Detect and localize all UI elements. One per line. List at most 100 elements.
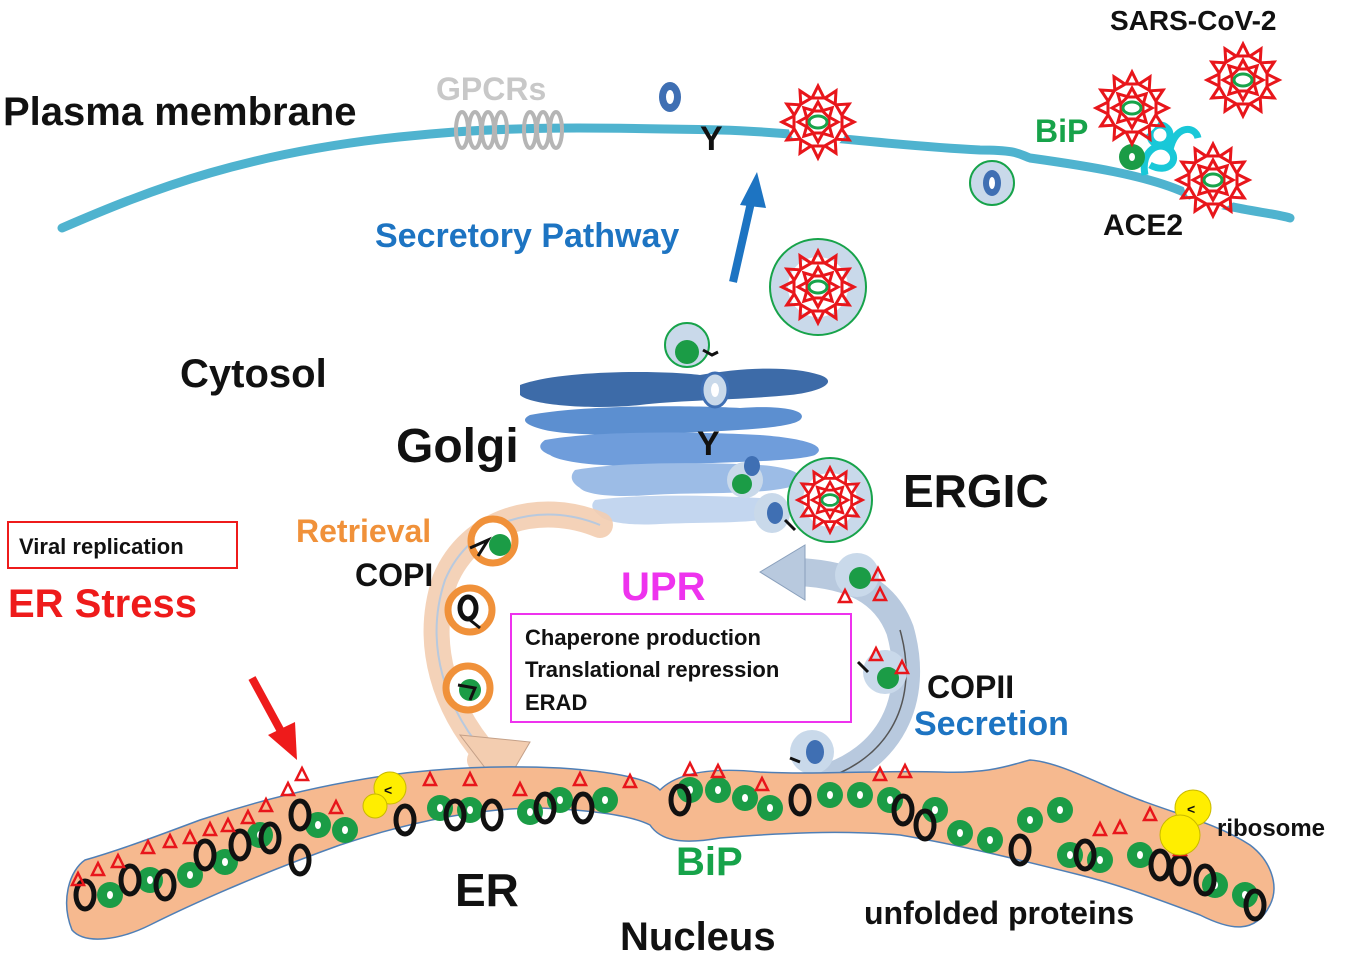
bip-protein-core [187,871,193,879]
bip-protein-core [437,804,443,812]
svg-text:<: < [1187,801,1195,817]
er-stress-label: ER Stress [8,582,197,626]
bip-protein-core [827,791,833,799]
bip-protein-core [1097,856,1103,864]
bip-membrane-icon [1119,144,1145,170]
viral-protein-icon [279,780,297,797]
y-receptor-golgi: Y [697,425,720,463]
viral-protein-icon [421,770,439,787]
viral-protein-icon [89,860,107,877]
bip-protein-core [1137,851,1143,859]
bip-protein-core [887,796,893,804]
unfolded-protein-icon [668,783,692,817]
bip-protein-core [222,858,228,866]
svg-text:<: < [384,782,392,798]
bip-protein-core [527,808,533,816]
copii-vesicle-icon [856,646,910,694]
vesicle-icon [754,493,797,533]
bip-protein-core [557,796,563,804]
receptor-vesicle-icon [659,82,681,112]
bip-protein-core [467,806,473,814]
gpcr-icon [454,110,564,150]
copii-arrowhead [759,544,806,601]
viral-protein-icon [511,780,529,797]
unfolded-protein-icon [1243,888,1267,922]
unfolded-protein-icon [228,828,252,862]
secretory-pathway-label: Secretory Pathway [375,217,679,255]
viral-protein-icon [709,762,727,779]
viral-protein-icon [181,828,199,845]
unfolded-protein-icon [1073,838,1097,872]
upr-effect-3: ERAD [525,690,587,715]
viral-protein-icon [161,832,179,849]
bip-protein-core [107,891,113,899]
upr-effects-box [510,613,852,723]
vesicle-icon [727,456,763,498]
viral-protein-icon [1111,818,1129,835]
unfolded-protein-icon [258,821,282,855]
viral-protein-icon [219,816,237,833]
bip-protein-core [715,786,721,794]
unfolded-protein-icon [1193,863,1217,897]
viral-protein-icon [201,820,219,837]
unfolded-protein-icon [193,838,217,872]
viral-replication-label: Viral replication [19,534,184,559]
bip-protein-core [742,794,748,802]
unfolded-protein-icon [118,863,142,897]
bip-er-label: BiP [676,840,743,884]
bip-protein-core [767,804,773,812]
ace2-label: ACE2 [1103,209,1183,242]
nucleus-label: Nucleus [620,915,776,959]
copii-vesicle-icon [789,730,834,774]
copi-vesicle-icon [467,515,519,567]
bip-protein-core [342,826,348,834]
bip-protein-core [1057,806,1063,814]
viral-protein-icon [753,775,771,792]
unfolded-protein-icon [533,791,557,825]
copii-label: COPII [927,669,1014,705]
golgi-label: Golgi [396,420,519,473]
bip-protein-core [932,806,938,814]
bip-protein-core [987,836,993,844]
viral-protein-icon [327,798,345,815]
ribosome-label: ribosome [1217,815,1325,842]
retrieval-arrowhead [458,734,531,791]
unfolded-protein-icon [288,798,312,832]
viral-protein-icon [871,765,889,782]
viral-protein-icon [239,808,257,825]
virus-icon [1205,42,1281,118]
unfolded-protein-icon [288,843,312,877]
viral-protein-icon [1091,820,1109,837]
vesicle-icon [969,160,1015,206]
unfolded-protein-icon [891,793,915,827]
virus-icon [780,84,856,160]
bip-protein-core [602,796,608,804]
bip-protein-core [857,791,863,799]
bip-membrane-label: BiP [1035,113,1088,149]
viral-protein-icon [139,838,157,855]
bip-protein-core [147,876,153,884]
unfolded-proteins-label: unfolded proteins [864,895,1134,931]
ergic-virion-vesicle-icon [787,457,873,543]
plasma-membrane-label: Plasma membrane [3,90,357,134]
cytosol-label: Cytosol [180,352,327,396]
viral-protein-icon [293,765,311,782]
vesicle-icon [664,322,719,368]
bip-protein-core [1067,851,1073,859]
viral-protein-icon [257,796,275,813]
viral-protein-icon [1141,805,1159,822]
er-label: ER [455,864,519,916]
viral-protein-icon [896,762,914,779]
bip-protein-core [315,821,321,829]
gpcrs-label: GPCRs [436,71,546,107]
vesicle-icon [700,371,730,409]
secretion-label: Secretion [914,705,1069,743]
unfolded-protein-icon [443,798,467,832]
viral-protein-icon [461,770,479,787]
unfolded-protein-icon [571,791,595,825]
copi-vesicle-icon [442,662,494,714]
copii-vesicle-icon [835,553,888,604]
upr-label: UPR [621,565,706,609]
blue-arrow-icon [729,172,766,283]
